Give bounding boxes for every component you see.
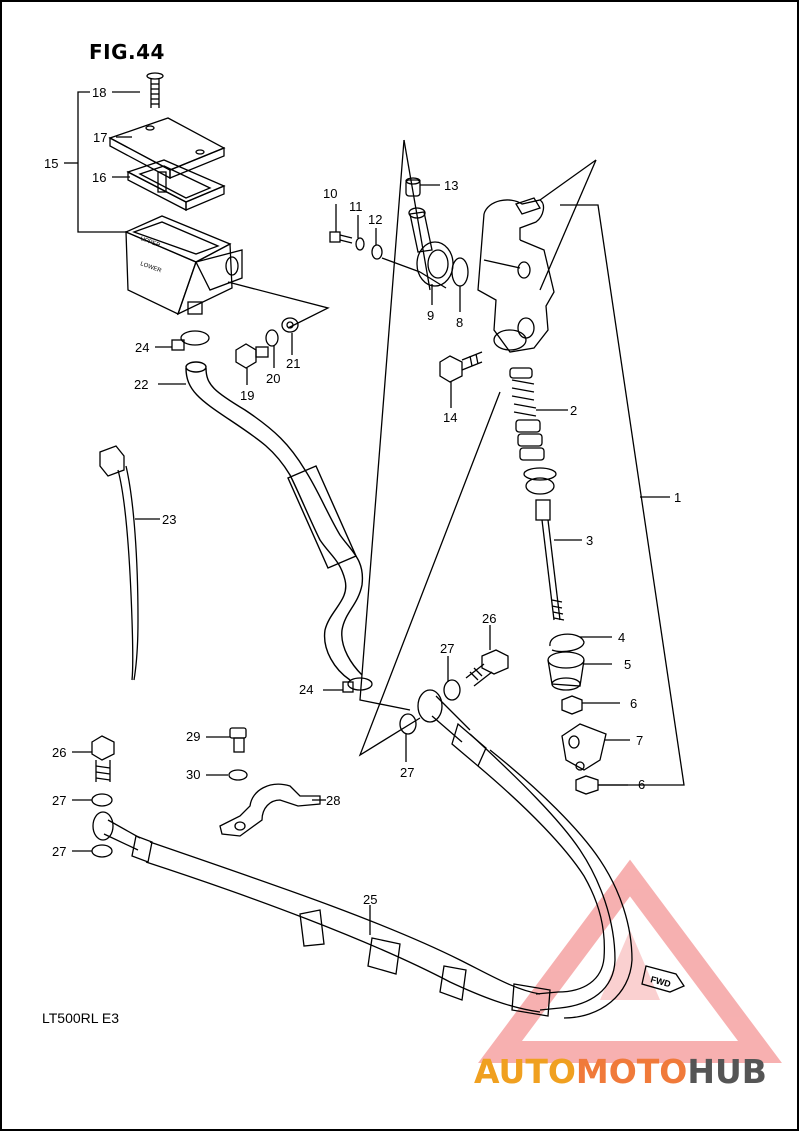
callout-6-top: 6 (630, 696, 638, 711)
washer-27-upper (443, 679, 461, 701)
callout-27-lower-b: 27 (52, 844, 67, 859)
nut-6-bottom (575, 775, 599, 795)
callout-30: 30 (186, 767, 201, 782)
callout-20: 20 (266, 371, 281, 386)
callout-21: 21 (286, 356, 301, 371)
push-rod-3 (535, 499, 565, 621)
piston-spring-2 (509, 367, 557, 495)
circlip-4 (549, 633, 585, 653)
frame-line-body (539, 159, 597, 291)
washer-11 (355, 237, 365, 251)
figure-title: FIG.44 (89, 40, 165, 64)
callout-26-lower: 26 (52, 745, 67, 760)
callout-11: 11 (349, 199, 363, 214)
bracket-28 (219, 783, 321, 837)
callout-27-lower-a: 27 (52, 793, 67, 808)
clevis-7 (561, 723, 607, 771)
watermark-logo (478, 859, 782, 1063)
callout-9: 9 (427, 308, 435, 323)
nut-6-top (561, 695, 583, 715)
callout-19: 19 (240, 388, 255, 403)
boot-5 (547, 651, 585, 691)
callout-23: 23 (162, 512, 177, 527)
callout-25: 25 (363, 892, 378, 907)
washer-30 (228, 769, 248, 781)
callout-24-bottom: 24 (299, 682, 314, 697)
callout-16: 16 (92, 170, 107, 185)
callout-12: 12 (368, 212, 383, 227)
callout-26-upper: 26 (482, 611, 497, 626)
union-bolt-26-upper (465, 649, 509, 687)
watermark-part-2: MOTO (575, 1052, 688, 1091)
callout-14: 14 (443, 410, 458, 425)
leader-fork-19-21 (227, 281, 330, 329)
reservoir-cap-17 (108, 117, 226, 180)
bracket-15 (77, 91, 128, 233)
callout-17: 17 (93, 130, 108, 145)
cable-tie-23 (99, 445, 139, 681)
o-ring-8 (451, 257, 469, 287)
bracket-1 (560, 204, 685, 786)
callout-3: 3 (586, 533, 594, 548)
callout-5: 5 (624, 657, 632, 672)
callout-27-left: 27 (400, 765, 415, 780)
callout-22: 22 (134, 377, 149, 392)
bolt-10 (329, 231, 353, 244)
callout-27-upper: 27 (440, 641, 455, 656)
callout-15: 15 (44, 156, 59, 171)
fitting-9 (408, 207, 454, 289)
callout-8: 8 (456, 315, 464, 330)
callout-6-bottom: 6 (638, 777, 646, 792)
frame-line-bottom (358, 391, 501, 757)
frame-line-left (359, 139, 411, 711)
reservoir-body (124, 215, 243, 316)
hose-22 (185, 361, 364, 681)
bolt-29 (229, 727, 247, 753)
watermark-part-1: AUTO (474, 1052, 576, 1091)
callout-4: 4 (618, 630, 626, 645)
callout-24-top: 24 (135, 340, 150, 355)
drawing-lines (64, 72, 685, 1019)
callout-10: 10 (323, 186, 338, 201)
leader-12-to-9 (381, 257, 421, 273)
frame-line-top (539, 159, 597, 201)
callout-2: 2 (570, 403, 578, 418)
callout-13: 13 (444, 178, 459, 193)
watermark-part-3: HUB (687, 1052, 767, 1091)
screw-18 (146, 72, 164, 108)
washer-21 (281, 317, 299, 333)
clamp-24-bottom (342, 677, 373, 693)
bolt-14 (439, 351, 483, 383)
master-cylinder-body (477, 197, 555, 353)
cap-13 (405, 177, 421, 197)
callout-29: 29 (186, 729, 201, 744)
washer-27-left (399, 713, 417, 735)
frame-line-9 (403, 139, 431, 291)
watermark-text: AUTOMOTOHUB (474, 1052, 767, 1091)
clamp-24-top (171, 330, 210, 351)
washer-27-lower-a (91, 793, 113, 807)
callout-18: 18 (92, 85, 107, 100)
brake-hose-25 (92, 689, 685, 1019)
washer-27-lower-b (91, 844, 113, 858)
reservoir-lower-text: LOWER (139, 261, 162, 274)
model-code: LT500RL E3 (42, 1010, 120, 1026)
callout-28: 28 (326, 793, 341, 808)
washer-12 (371, 244, 383, 260)
union-bolt-26-lower (91, 735, 115, 782)
bolt-19 (235, 343, 269, 369)
callout-7: 7 (636, 733, 644, 748)
washer-20 (265, 329, 279, 347)
callout-1: 1 (674, 490, 682, 505)
